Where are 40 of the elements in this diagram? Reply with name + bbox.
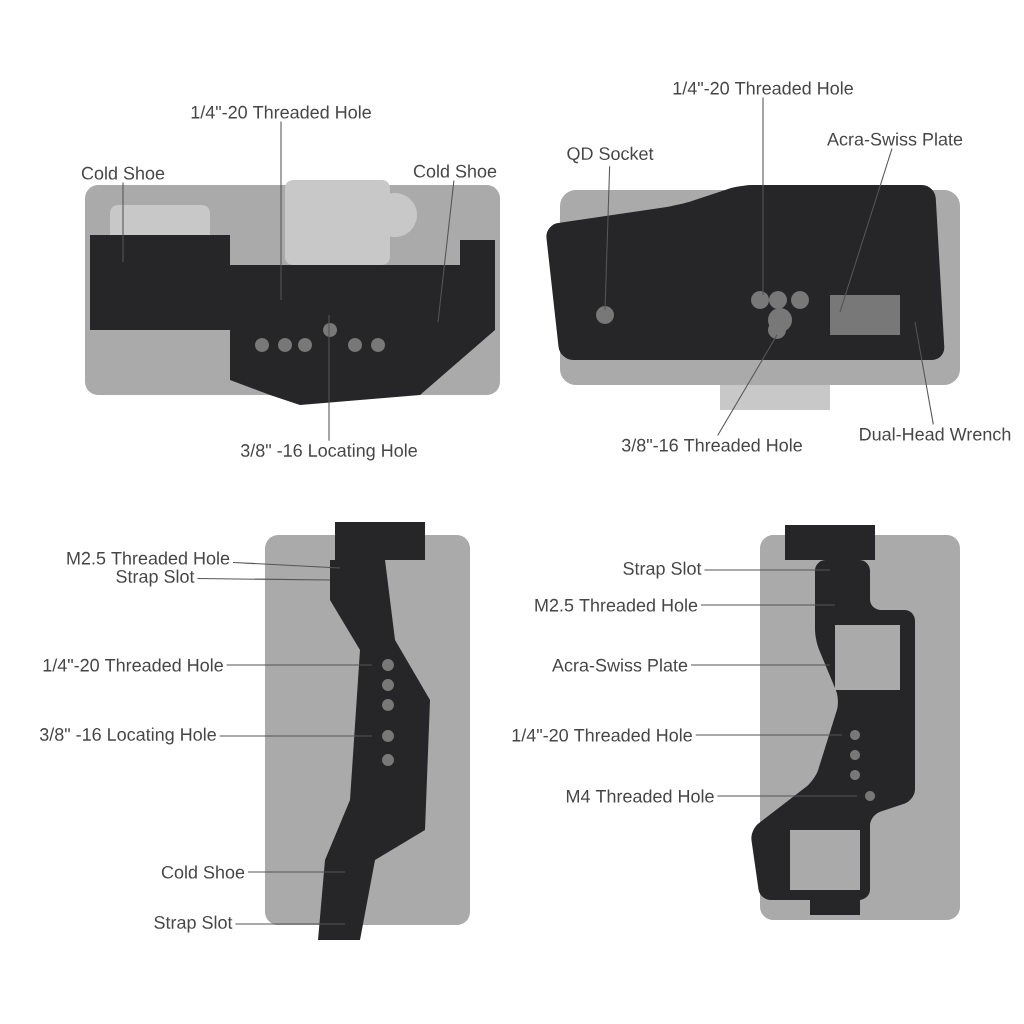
callout-label: 1/4"-20 Threaded Hole bbox=[673, 81, 853, 95]
leader-line bbox=[914, 321, 934, 425]
callout-label: Strap Slot bbox=[154, 915, 233, 933]
callout-label: 3/8" -16 Locating Hole bbox=[39, 727, 216, 745]
leader-line bbox=[716, 795, 858, 797]
callout-label: QD Socket bbox=[567, 146, 654, 164]
leader-line bbox=[219, 735, 373, 737]
leader-line bbox=[234, 923, 346, 925]
leader-line bbox=[247, 871, 346, 873]
callout-label: 1/4"-20 Threaded Hole bbox=[512, 728, 692, 742]
leader-line bbox=[328, 314, 330, 442]
leader-line bbox=[604, 165, 611, 311]
callout-label: Acra-Swiss Plate bbox=[827, 132, 963, 146]
leader-line bbox=[762, 97, 764, 296]
leader-line bbox=[437, 180, 455, 323]
callout-label: Strap Slot bbox=[623, 561, 702, 579]
callout-label: Cold Shoe bbox=[413, 164, 497, 178]
callout-label: Strap Slot bbox=[116, 569, 195, 587]
leader-line bbox=[695, 734, 843, 736]
callout-label: Cold Shoe bbox=[81, 166, 165, 180]
leader-line bbox=[700, 604, 836, 606]
callout-label: 3/8"-16 Threaded Hole bbox=[621, 438, 802, 452]
callout-label: M2.5 Threaded Hole bbox=[535, 598, 698, 612]
callout-label: M2.5 Threaded Hole bbox=[67, 551, 230, 565]
callout-label: M4 Threaded Hole bbox=[566, 789, 714, 803]
callout-label: 3/8" -16 Locating Hole bbox=[240, 443, 417, 461]
callout-label: Acra-Swiss Plate bbox=[552, 658, 688, 672]
leader-line bbox=[280, 121, 282, 301]
leader-line bbox=[232, 561, 341, 569]
leader-line bbox=[226, 664, 373, 666]
leader-line bbox=[690, 664, 831, 666]
leader-line bbox=[839, 148, 893, 313]
leader-line bbox=[703, 569, 831, 571]
leader-line bbox=[717, 334, 778, 436]
callout-label: Dual-Head Wrench bbox=[860, 427, 1011, 441]
callout-label: Cold Shoe bbox=[161, 865, 245, 879]
callout-label: 1/4"-20 Threaded Hole bbox=[191, 105, 371, 119]
leader-line bbox=[196, 577, 331, 581]
leader-line bbox=[122, 182, 124, 263]
callout-label: 1/4"-20 Threaded Hole bbox=[43, 658, 223, 672]
